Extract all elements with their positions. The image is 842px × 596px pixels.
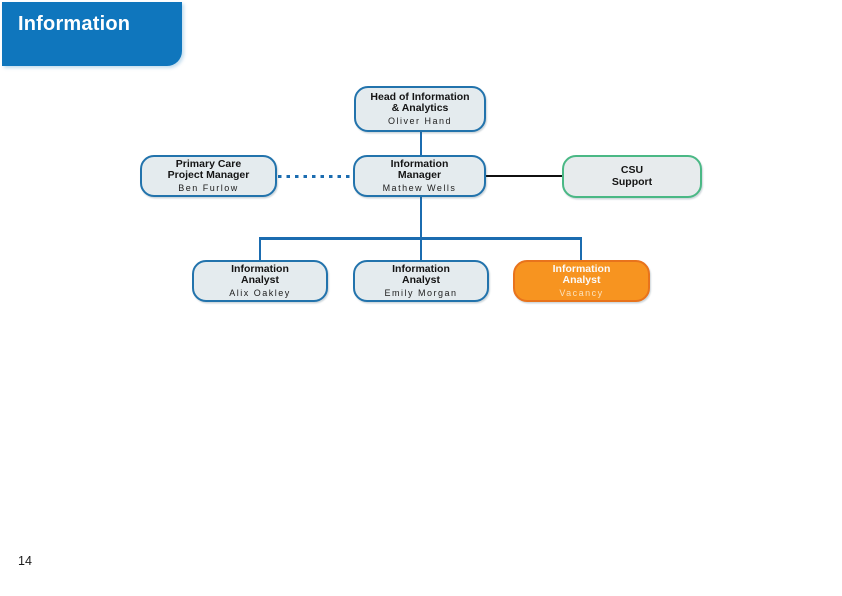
node-title: Information Manager xyxy=(390,157,449,182)
node-title: Information Analyst xyxy=(552,262,611,287)
node-title-line2: Support xyxy=(611,175,653,188)
node-title: Head of Information & Analytics xyxy=(370,90,470,115)
connector-dotted-primarycare-manager xyxy=(278,174,353,178)
node-title-line1: Information xyxy=(231,262,289,275)
page-number: 14 xyxy=(18,554,32,568)
connector-head-to-manager xyxy=(419,132,422,156)
node-title: CSU Support xyxy=(611,164,653,188)
node-title-line2: & Analytics xyxy=(391,102,449,115)
connector-manager-to-bus xyxy=(419,197,422,239)
node-title-line2: Manager xyxy=(397,169,442,182)
node-person: Alix Oakley xyxy=(229,287,291,298)
node-title-line1: CSU xyxy=(620,164,644,176)
slide-title-banner: Information xyxy=(2,2,182,66)
connector-drop-analyst-1 xyxy=(258,237,261,261)
node-title-line1: Primary Care xyxy=(175,157,242,170)
connector-drop-analyst-3 xyxy=(579,237,582,261)
node-person: Emily Morgan xyxy=(384,287,458,298)
org-node-information-analyst-1: Information Analyst Alix Oakley xyxy=(192,260,328,302)
node-person: Vacancy xyxy=(559,287,604,298)
node-title-line1: Head of Information xyxy=(370,90,470,103)
org-node-information-manager: Information Manager Mathew Wells xyxy=(353,155,486,197)
node-person: Oliver Hand xyxy=(387,115,453,126)
node-title-line2: Analyst xyxy=(241,274,279,287)
node-title-line2: Project Manager xyxy=(167,169,250,182)
org-node-information-analyst-vacancy: Information Analyst Vacancy xyxy=(513,260,650,302)
connector-manager-to-csu xyxy=(486,174,562,177)
node-title-line1: Information xyxy=(392,262,450,275)
org-node-head-of-information: Head of Information & Analytics Oliver H… xyxy=(354,86,486,132)
node-title-line1: Information xyxy=(552,262,611,275)
connector-drop-analyst-2 xyxy=(419,237,422,261)
node-title: Primary Care Project Manager xyxy=(167,157,250,182)
node-title: Information Analyst xyxy=(231,262,289,287)
node-person: Ben Furlow xyxy=(178,182,239,193)
node-title: Information Analyst xyxy=(392,262,450,287)
org-node-csu-support: CSU Support xyxy=(562,155,702,198)
node-title-line1: Information xyxy=(390,157,449,170)
node-title-line2: Analyst xyxy=(562,274,601,287)
node-title-line2: Analyst xyxy=(402,274,440,287)
slide-title: Information xyxy=(18,13,131,35)
org-node-information-analyst-2: Information Analyst Emily Morgan xyxy=(353,260,489,302)
org-node-primary-care-project-manager: Primary Care Project Manager Ben Furlow xyxy=(140,155,277,197)
node-person: Mathew Wells xyxy=(382,182,457,193)
